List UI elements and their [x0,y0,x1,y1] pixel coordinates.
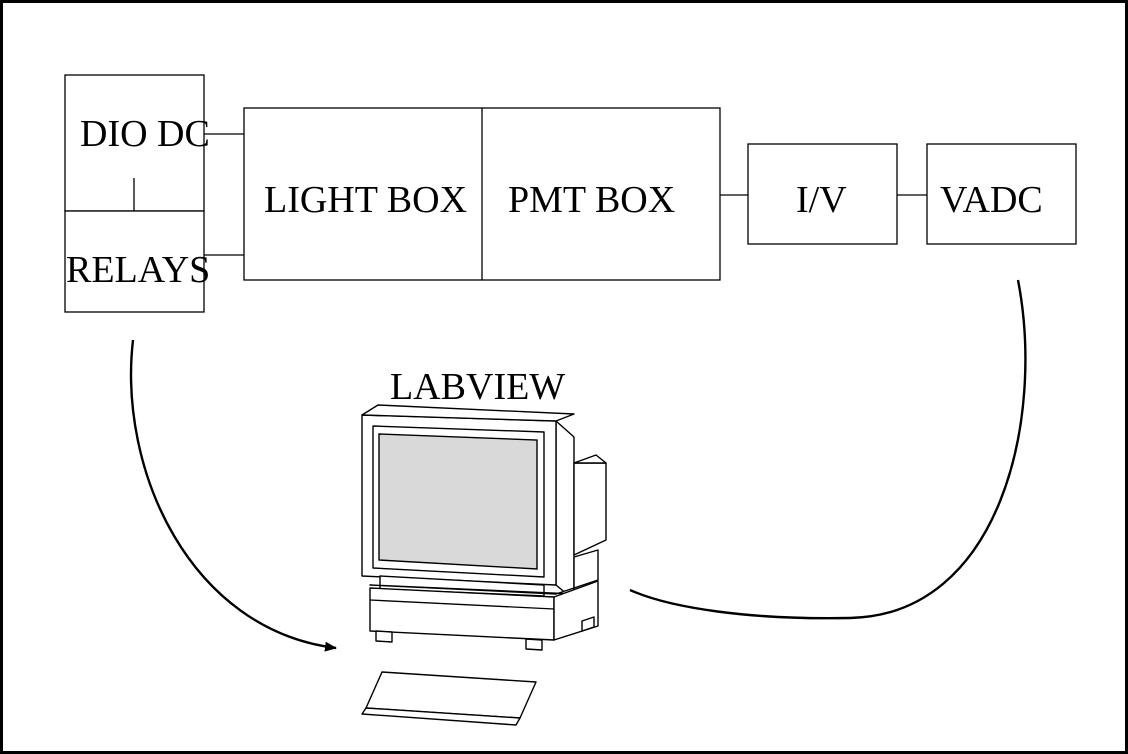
relays-label: RELAYS [66,249,210,291]
relays-to-computer-arrow [129,339,337,652]
dio-dc-block: DIO DC [64,74,210,212]
computer-icon [361,404,607,726]
iv-label: I/V [796,179,847,221]
vadc-block: VADC [926,143,1077,245]
dio-dc-label: DIO DC [80,113,210,155]
vadc-label: VADC [940,179,1043,221]
relays-block: RELAYS [64,210,210,313]
labview-label: LABVIEW [390,366,565,408]
monitor-screen [378,433,538,570]
light-pmt-enclosure [243,107,721,281]
vadc-to-computer-curve [629,279,1027,620]
iv-block: I/V [747,143,898,245]
light-box-label: LIGHT BOX [264,179,467,221]
pmt-box-label: PMT BOX [508,179,675,221]
